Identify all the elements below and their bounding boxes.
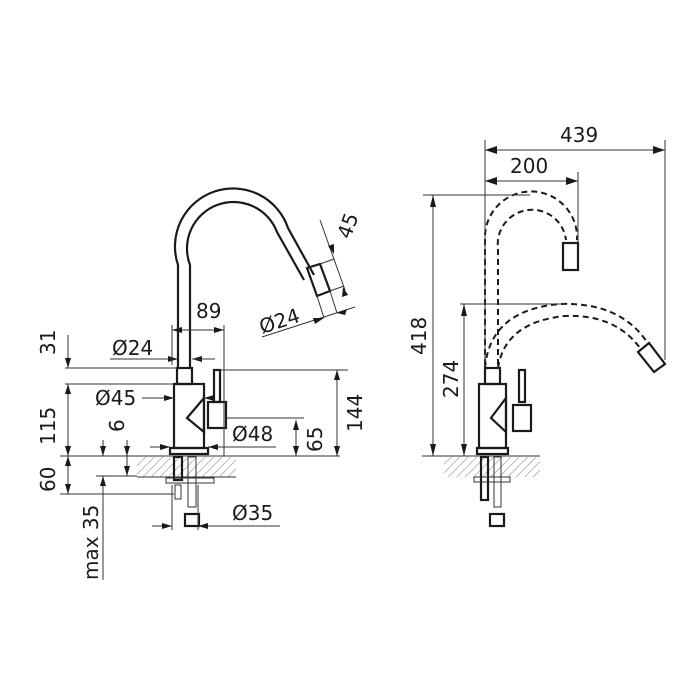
dim-body-height: 115 [36,407,60,445]
spout-inner [185,200,305,368]
base-ring [168,446,210,456]
dim-max-height: 418 [407,317,431,355]
hose-connector [183,512,201,528]
spout-upper-outlet [561,241,580,272]
spout-upper-inner [496,208,567,365]
dim-spout-reach: 89 [196,299,221,323]
dim-total-reach: 439 [560,123,598,147]
dim-upper-reach: 200 [510,154,548,178]
base-ring [475,446,510,456]
threaded-rod [172,455,184,482]
hose-connector [488,512,506,528]
front-view: 31 115 60 max 35 6 Ø24 [36,187,367,580]
neck [175,366,194,386]
threaded-rod [479,455,490,502]
dim-outlet-diameter: Ø24 [256,303,303,339]
lever [212,368,222,404]
dim-spout-pipe-diameter: Ø24 [112,336,153,360]
mounting-plate [473,476,511,483]
dim-max-countertop: max 35 [79,505,103,580]
spout-lower-outlet [636,341,667,374]
neck [483,366,502,386]
handle-joint [489,394,508,435]
nut [174,484,182,500]
dim-handle-height: 65 [303,427,327,452]
spout-lower-inner [497,314,641,369]
side-view: 439 200 418 274 [407,123,667,528]
mounting-plate [165,477,215,484]
spout-upper-outer [484,190,579,365]
dim-body-diameter: Ø45 [95,386,136,410]
dim-countertop-thickness: 60 [36,467,60,492]
dim-outlet-length: 45 [332,210,363,242]
countertop [137,457,236,477]
dim-lever-height: 144 [343,394,367,432]
supply-hose [187,456,197,508]
spout-lower-outer [484,302,648,369]
dim-neck-height: 31 [36,330,60,355]
dim-min-height: 274 [439,360,463,398]
dim-mount-hole-diameter: Ø35 [232,501,273,525]
dim-base-ring: 6 [105,419,129,432]
lever [517,368,527,404]
spout-outer [173,187,315,368]
countertop [444,457,540,477]
handle-joint [185,395,206,435]
handle [206,400,228,430]
dim-base-diameter: Ø48 [232,422,273,446]
handle [511,403,533,433]
